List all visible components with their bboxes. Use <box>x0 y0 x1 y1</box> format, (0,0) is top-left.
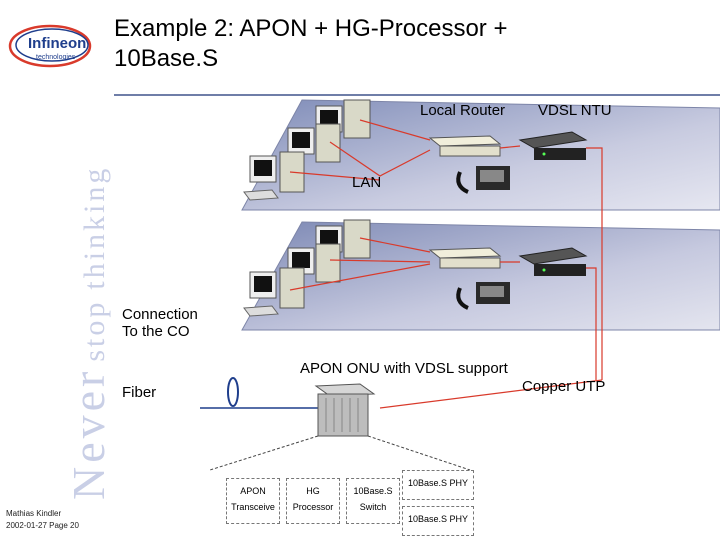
lower-workstations <box>243 219 371 317</box>
base-s-phy-top-block: 10Base.S PHY <box>402 470 474 500</box>
base-s-phy-bottom-block: 10Base.S PHY <box>402 506 474 536</box>
logo-brand-text: Infineon <box>28 35 86 52</box>
slide-title: Example 2: APON + HG-Processor + 10Base.… <box>114 14 614 74</box>
title-line-2: 10Base.S <box>114 45 219 72</box>
base-s-switch-block: 10Base.S Switch <box>346 478 400 524</box>
switch-block-line-1: 10Base.S <box>353 486 393 496</box>
lower-telephone <box>456 282 510 310</box>
zoom-lines <box>209 435 471 471</box>
lower-floor <box>241 221 720 331</box>
apon-onu <box>314 383 376 437</box>
hg-block-line-1: HG <box>306 486 320 496</box>
fiber-link <box>200 377 320 409</box>
lan-label: LAN <box>352 174 382 191</box>
upper-telephone <box>456 166 510 194</box>
apon-block-line-2: Transceive <box>231 502 275 512</box>
lower-vdsl-ntu <box>518 247 588 276</box>
infineon-logo: Infineon technologies <box>8 24 92 68</box>
copper-utp-risers <box>379 147 603 409</box>
footer-author: Mathias Kindler <box>6 509 62 518</box>
apon-block-line-1: APON <box>240 486 266 496</box>
footer: Mathias Kindler 2002-01-27 Page 20 <box>6 508 79 532</box>
switch-block-line-2: Switch <box>359 502 387 512</box>
hg-processor-block: HG Processor <box>286 478 340 524</box>
upper-vdsl-ntu <box>518 131 588 160</box>
connection-label: Connection To the CO <box>122 306 198 340</box>
footer-date-page: 2002-01-27 Page 20 <box>6 521 79 530</box>
lower-router <box>428 247 502 269</box>
title-divider <box>114 94 720 96</box>
local-router-label: Local Router <box>420 102 506 119</box>
connection-label-line-2: To the CO <box>122 323 190 340</box>
fiber-label: Fiber <box>122 384 157 401</box>
upper-workstations <box>243 99 371 201</box>
logo-sub-text: technologies <box>36 54 76 61</box>
lan-cabling <box>289 119 521 291</box>
copper-utp-label: Copper UTP <box>522 378 606 395</box>
title-line-1: Example 2: APON + HG-Processor + <box>114 15 508 42</box>
upper-router <box>428 135 502 157</box>
onu-label: APON ONU with VDSL support <box>300 360 508 377</box>
hg-block-line-2: Processor <box>292 502 334 512</box>
apon-transceiver-block: APON Transceive <box>226 478 280 524</box>
connection-label-line-1: Connection <box>122 306 198 323</box>
vdsl-ntu-label: VDSL NTU <box>538 102 612 119</box>
